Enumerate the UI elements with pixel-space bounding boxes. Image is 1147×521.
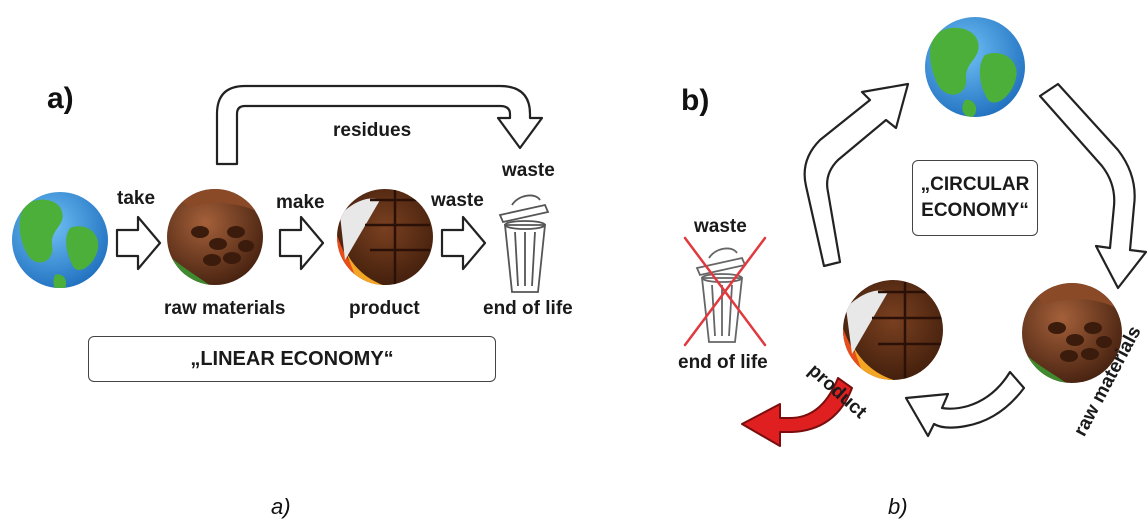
globe-icon [925, 17, 1025, 117]
cocoa-icon [167, 189, 263, 285]
product-label: product [349, 298, 420, 319]
circular-arrow-bottom [904, 370, 1026, 438]
waste-label: waste [694, 216, 747, 237]
trash-bin-icon [498, 194, 550, 293]
take-arrow [115, 215, 162, 271]
panel-b-letter: b) [681, 84, 710, 117]
circular-economy-line1: „CIRCULAR [920, 174, 1030, 195]
make-arrow [278, 215, 325, 271]
circular-economy-box: „CIRCULAR ECONOMY“ [912, 160, 1038, 236]
end-of-life-label-b: end of life [678, 352, 768, 373]
end-of-life-label: end of life [483, 298, 573, 319]
caption-a: a) [271, 494, 291, 519]
red-cross-icon [683, 236, 767, 347]
residues-arrow [215, 84, 544, 166]
panel-a-letter: a) [47, 82, 74, 115]
chocolate-icon [337, 189, 433, 285]
residues-label: residues [333, 120, 412, 141]
take-label: take [117, 188, 156, 209]
globe-icon [12, 192, 108, 288]
waste-arrow-label: waste [431, 190, 484, 211]
raw-materials-label: raw materials [164, 298, 286, 319]
circular-economy-line2: ECONOMY“ [921, 200, 1029, 221]
waste-arrow [440, 215, 487, 271]
linear-economy-box: „LINEAR ECONOMY“ [88, 336, 496, 382]
red-arrow [741, 377, 853, 447]
waste-top-label: waste [502, 160, 555, 181]
cocoa-icon [1022, 283, 1122, 383]
make-label: make [276, 192, 325, 213]
circular-arrow-down [1038, 82, 1147, 290]
caption-b: b) [888, 494, 908, 519]
chocolate-icon [843, 280, 943, 380]
linear-economy-label: „LINEAR ECONOMY“ [190, 347, 394, 370]
circular-arrow-up [803, 82, 910, 268]
